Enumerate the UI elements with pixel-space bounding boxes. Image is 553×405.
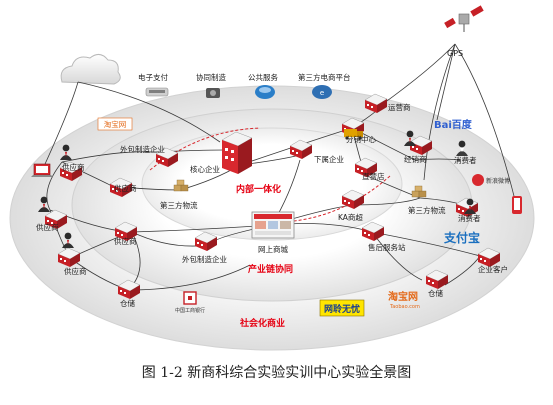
svg-text:中国工商银行: 中国工商银行 — [175, 307, 205, 314]
zone-label-middle: 产业链协同 — [248, 263, 293, 275]
svg-text:Bai百度: Bai百度 — [434, 118, 473, 131]
svg-text:淘宝网: 淘宝网 — [104, 119, 127, 129]
zone-label-outer: 社会化商业 — [239, 317, 285, 329]
label-consumer-bottom: 消费者 — [458, 213, 481, 223]
label-outsource-top: 外包制造企业 — [120, 144, 165, 154]
baidu-logo: Bai百度 — [434, 118, 473, 131]
service-label-collab: 协同制造 — [196, 72, 226, 82]
laptop-icon — [31, 163, 53, 177]
label-logistics-right: 第三方物流 — [408, 205, 446, 215]
svg-text:网聆无忧: 网聆无忧 — [324, 303, 360, 315]
label-enterprise-client: 企业客户 — [478, 264, 508, 274]
public-service-icon — [255, 85, 275, 99]
label-warehouse-right: 仓储 — [428, 288, 443, 298]
label-after-sales: 售后服务站 — [368, 242, 406, 252]
label-supplier-2: 供应商 — [114, 183, 137, 193]
gps-label: GPS — [447, 49, 463, 58]
label-operator: 运营商 — [388, 102, 411, 112]
label-online-store: 网上商城 — [258, 244, 288, 254]
core-enterprise-building — [221, 131, 253, 174]
label-direct-store: 直营店 — [362, 171, 385, 181]
svg-text:e: e — [320, 89, 324, 97]
label-ka: KA商超 — [338, 212, 363, 222]
svg-text:Taobao.com: Taobao.com — [389, 304, 420, 310]
label-dealer: 经销商 — [404, 154, 427, 164]
inner-ring — [141, 127, 403, 241]
epay-icon — [145, 87, 169, 97]
collab-icon — [206, 88, 220, 98]
label-subsidiary: 下属企业 — [314, 154, 344, 164]
cloud-icon — [60, 54, 121, 85]
taobao-left-logo: 淘宝网 — [97, 117, 133, 131]
wangling-logo: 网聆无忧 — [319, 299, 365, 317]
label-core: 核心企业 — [190, 164, 220, 174]
label-distribution: 分销中心 — [346, 134, 376, 144]
weibo-logo: 新浪微博 — [472, 174, 510, 186]
taobao-logo: 淘宝网 Taobao.com — [388, 290, 420, 310]
figure-caption: 图 1-2 新商科综合实验实训中心实验全景图 — [141, 365, 412, 381]
label-warehouse-left: 仓储 — [120, 298, 135, 308]
phone-icon — [512, 196, 522, 214]
satellite-icon — [444, 5, 484, 32]
online-store-screen — [251, 211, 295, 239]
label-logistics-left: 第三方物流 — [160, 200, 198, 210]
service-label-epay: 电子支付 — [138, 72, 168, 82]
label-consumer-top: 消费者 — [454, 155, 477, 165]
icbc-logo: 中国工商银行 — [175, 291, 205, 314]
label-supplier-5: 供应商 — [64, 266, 87, 276]
flow-arrows — [149, 127, 391, 223]
service-label-third-platform: 第三方电商平台 — [298, 72, 351, 82]
svg-text:新浪微博: 新浪微博 — [486, 177, 510, 185]
label-supplier-4: 供应商 — [114, 236, 137, 246]
third-platform-icon: e — [312, 85, 332, 99]
zone-label-inner: 内部一体化 — [236, 183, 281, 195]
label-supplier-1: 供应商 — [62, 162, 85, 172]
label-supplier-3: 供应商 — [36, 222, 59, 232]
alipay-logo: 支付宝 — [443, 230, 480, 245]
svg-text:支付宝: 支付宝 — [443, 230, 480, 245]
svg-text:淘宝网: 淘宝网 — [388, 290, 418, 303]
service-label-public: 公共服务 — [248, 72, 278, 82]
label-outsource-bottom: 外包制造企业 — [182, 254, 227, 264]
